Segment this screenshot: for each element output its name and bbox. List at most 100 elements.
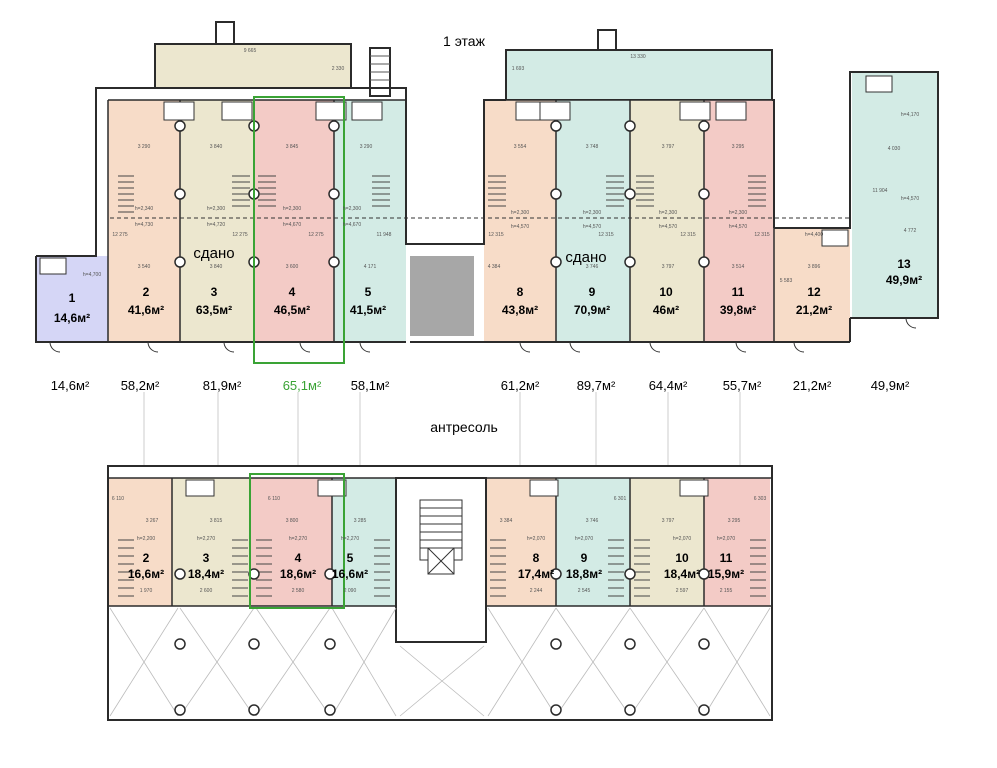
unit-11-fill[interactable]: [704, 100, 774, 342]
dim-u4-width: 3 845: [286, 144, 299, 150]
unit-13-number: 13: [897, 257, 911, 271]
dim-depth-u10: 12 315: [680, 232, 696, 238]
unit-3-fill[interactable]: [180, 100, 254, 342]
dim-m-u2-width: 3 267: [146, 518, 159, 524]
unit-13-total: 49,9м²: [871, 378, 910, 393]
unit-9-area: 70,9м²: [574, 303, 610, 317]
dim-m-u8-height: h=2,070: [527, 536, 545, 542]
dim-u4-height-high: h=4,670: [283, 222, 301, 228]
dim-u3-height-high: h=4,720: [207, 222, 225, 228]
mezz-unit-2-fill[interactable]: [108, 478, 172, 606]
mezz-unit-4-number: 4: [295, 551, 302, 565]
dim-depth-u9: 12 315: [598, 232, 614, 238]
outer-stair-icon: [369, 47, 391, 97]
floor-title: 1 этаж: [443, 33, 486, 49]
mezz-unit-4-area: 18,6м²: [280, 567, 316, 581]
dim-terrace-left-height: 2 330: [332, 66, 345, 72]
dim-u13-height: h=4,170: [901, 112, 919, 118]
mezz-unit-2-number: 2: [143, 551, 150, 565]
dim-u8-height-high: h=4,570: [511, 224, 529, 230]
unit-5-area: 41,5м²: [350, 303, 386, 317]
dim-m-u9-bottom: 2 545: [578, 588, 591, 594]
mezz-unit-9-fill[interactable]: [556, 478, 630, 606]
mezz-unit-10-fill[interactable]: [630, 478, 704, 606]
dim-u13-width-2: 4 772: [904, 228, 917, 234]
unit-2-number: 2: [143, 285, 150, 299]
dim-u10-bottom: 3 797: [662, 264, 675, 270]
unit-2-fill[interactable]: [108, 100, 180, 342]
dim-u9-width: 3 748: [586, 144, 599, 150]
mezz-unit-10-area: 18,4м²: [664, 567, 700, 581]
dim-m-u3-width: 3 815: [210, 518, 223, 524]
mezz-unit-8-fill[interactable]: [486, 478, 556, 606]
dim-depth-u4: 12 275: [308, 232, 324, 238]
mezz-party-walls: [108, 477, 772, 607]
dim-u3-height-low: h=2,300: [207, 206, 225, 212]
mezz-unit-11-number: 11: [720, 551, 733, 565]
terrace-exit-right: [597, 29, 617, 51]
mezz-unit-2-area: 16,6м²: [128, 567, 164, 581]
unit-5-fill[interactable]: [334, 100, 406, 342]
unit-1-number: 1: [69, 291, 76, 305]
unit-8-number: 8: [517, 285, 524, 299]
mezz-unit-3-fill[interactable]: [172, 478, 250, 606]
dim-u12-bottom: 3 896: [808, 264, 821, 270]
dim-terrace-right-width: 13 330: [630, 54, 646, 60]
unit-11-number: 11: [732, 285, 745, 299]
dim-u11-height-low: h=2,300: [729, 210, 747, 216]
dim-u4-bottom: 3 600: [286, 264, 299, 270]
unit-4-fill[interactable]: [254, 100, 334, 342]
dim-u12-depth: 5 583: [780, 278, 793, 284]
dim-m-u9-width: 3 746: [586, 518, 599, 524]
unit-10-number: 10: [659, 285, 673, 299]
dim-u3-width: 3 840: [210, 144, 223, 150]
internal-stairs: [118, 175, 766, 213]
mezz-unit-5-fill[interactable]: [332, 478, 396, 606]
unit-10-fill[interactable]: [630, 100, 704, 342]
mezz-unit-5-area: 16,6м²: [332, 567, 368, 581]
unit-5-total: 58,1м²: [351, 378, 390, 393]
unit-9-total: 89,7м²: [577, 378, 616, 393]
mezz-unit-9-number: 9: [581, 551, 588, 565]
dim-u4-height-low: h=2,300: [283, 206, 301, 212]
unit-10-area: 46м²: [653, 303, 679, 317]
dim-m-u8-width: 3 384: [500, 518, 513, 524]
stair-core-block: [410, 256, 474, 336]
unit-2-area: 41,6м²: [128, 303, 164, 317]
dim-u5-bottom: 4 171: [364, 264, 377, 270]
dim-u3-bottom: 3 840: [210, 264, 223, 270]
mezz-void-bracing: [109, 607, 771, 717]
ground-floor-plan: [35, 21, 939, 466]
unit-8-fill[interactable]: [484, 100, 556, 342]
unit-12-fill[interactable]: [774, 228, 850, 342]
unit-4-number: 4: [289, 285, 296, 299]
mezz-stairs: [118, 539, 766, 597]
dim-u11-bottom: 3 514: [732, 264, 745, 270]
dim-u1-height: h=4,700: [83, 272, 101, 278]
unit-3-area: 63,5м²: [196, 303, 232, 317]
mezz-unit-8-area: 17,4м²: [518, 567, 554, 581]
unit-4-area: 46,5м²: [274, 303, 310, 317]
unit-12-number: 12: [807, 285, 821, 299]
dim-m-u11-bottom: 2 155: [720, 588, 733, 594]
mezz-unit-11-fill[interactable]: [704, 478, 770, 606]
dim-u11-width: 3 295: [732, 144, 745, 150]
outer-walls: [35, 71, 939, 343]
dim-m-u3-bottom: 2 600: [200, 588, 213, 594]
mezz-unit-4-fill[interactable]: [250, 478, 332, 606]
unit-1-area: 14,6м²: [54, 311, 90, 325]
dim-u2-bottom: 3 540: [138, 264, 151, 270]
dim-depth-u8: 12 315: [488, 232, 504, 238]
dim-u12-height: h=4,400: [805, 232, 823, 238]
unit-13-fill[interactable]: [852, 72, 938, 318]
unit-9-number: 9: [589, 285, 596, 299]
dim-m-u4-bottom: 2 580: [292, 588, 305, 594]
dim-u5-width: 3 290: [360, 144, 373, 150]
unit-9-fill[interactable]: [556, 100, 630, 342]
plan-labels: 1 этаж антресоль сдано сдано 1 14,6м² 2 …: [51, 33, 922, 594]
dim-u8-width: 3 554: [514, 144, 527, 150]
mezz-bathroom-icons: [185, 479, 709, 497]
dim-m-u11-width: 3 295: [728, 518, 741, 524]
terrace-exit-left: [215, 21, 235, 45]
